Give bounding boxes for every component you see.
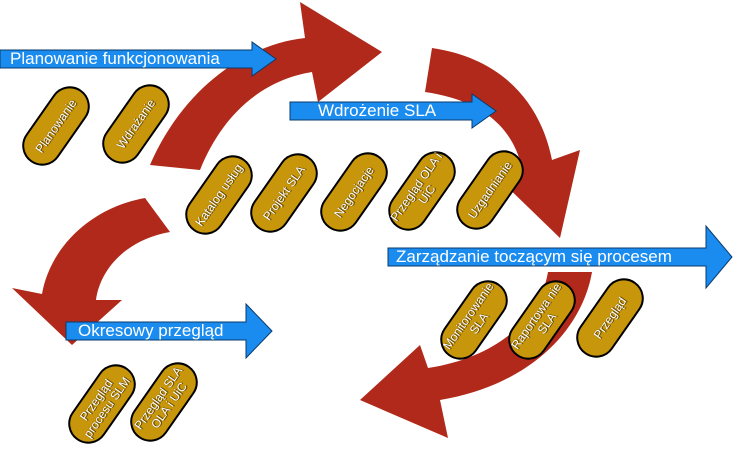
banner-review-label: Okresowy przegląd: [78, 321, 224, 340]
banner-management-shape: [387, 224, 733, 290]
banner-review: Okresowy przegląd: [65, 302, 273, 360]
banner-management: Zarządzanie toczącym się procesem: [387, 224, 733, 290]
cycle-arrow-top: [150, 2, 382, 170]
banner-sla-label: Wdrożenie SLA: [318, 101, 437, 120]
banner-planning: Planowanie funkcjonowania: [0, 41, 277, 77]
cycle-arrow-left: [12, 198, 170, 345]
banner-management-label: Zarządzanie toczącym się procesem: [396, 247, 672, 266]
banner-planning-shape: [0, 41, 277, 77]
banner-review-shape: [65, 302, 273, 360]
banner-sla-shape: [289, 93, 497, 129]
banner-planning-label: Planowanie funkcjonowania: [10, 49, 220, 68]
cycle-arrow-right: [425, 48, 580, 238]
banner-sla: Wdrożenie SLA: [289, 93, 497, 129]
